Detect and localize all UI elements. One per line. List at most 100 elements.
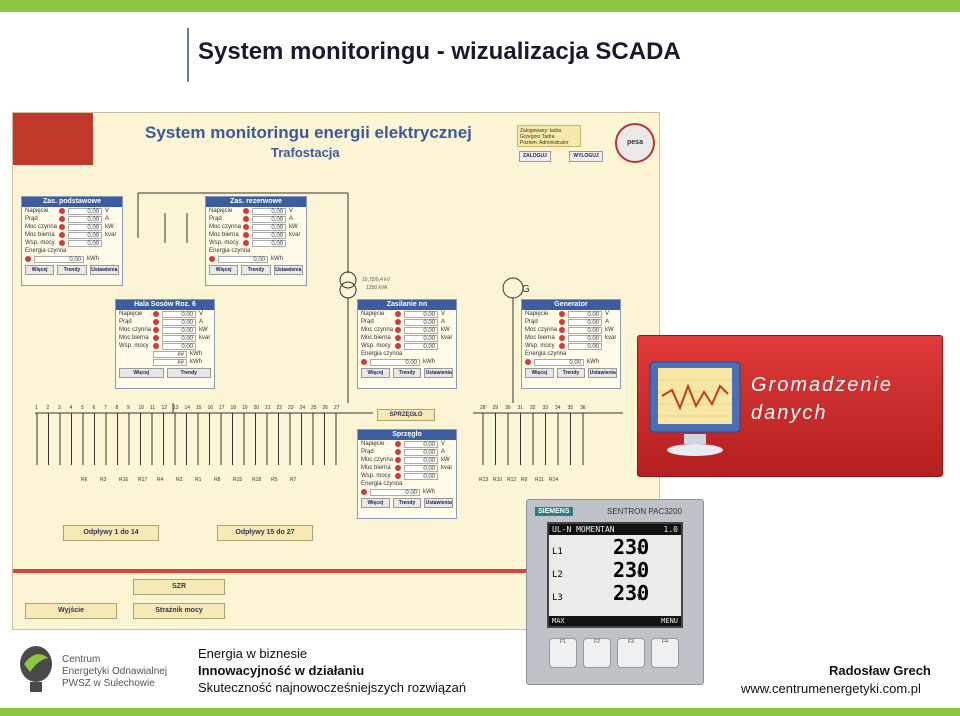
bus-number: 5 [81, 405, 84, 411]
settings-button[interactable]: Ustawienia [89, 265, 119, 275]
scada-screenshot: System monitoringu energii elektrycznej … [12, 112, 660, 630]
trends-button[interactable]: Trendy [392, 498, 422, 508]
feeder-label: R17 [138, 477, 147, 483]
feeder-label: R5 [271, 477, 278, 483]
settings-button[interactable]: Ustawienia [588, 368, 618, 378]
slide-title: System monitoringu - wizualizacja SCADA [198, 38, 681, 65]
feeder-label: R7 [290, 477, 297, 483]
bus-number: 11 [150, 405, 155, 411]
feeder-label: R3 [100, 477, 107, 483]
more-button[interactable]: Więcej [361, 498, 390, 508]
top-accent-bar [0, 0, 960, 12]
bus-number: 7 [104, 405, 107, 411]
bus-number: 34 [555, 405, 561, 411]
scada-title: System monitoringu energii elektrycznej [145, 123, 472, 142]
transformer-rating: 15,75/0,4 kV [362, 277, 391, 283]
title-divider [187, 28, 189, 82]
coupler-label: SPRZĘGŁO [377, 409, 435, 421]
power-guard-button[interactable]: Strażnik mocy [133, 603, 225, 619]
footer-line-1: Energia w biznesie [198, 646, 308, 661]
settings-button[interactable]: Ustawienia [273, 265, 303, 275]
feeder-label: R11 [535, 477, 544, 483]
trends-button[interactable]: Trendy [57, 265, 87, 275]
settings-button[interactable]: Ustawienia [424, 368, 454, 378]
more-button[interactable]: Więcej [361, 368, 390, 378]
bus-number: 35 [568, 405, 574, 411]
feeder-label: R12 [507, 477, 516, 483]
bus-number: 33 [543, 405, 549, 411]
trends-button[interactable]: Trendy [556, 368, 586, 378]
bus-number: 32 [530, 405, 536, 411]
feeder-label: R14 [549, 477, 558, 483]
feeders-1-14-button[interactable]: Odpływy 1 do 14 [63, 525, 159, 541]
meter-key-f4: F4 [651, 638, 679, 668]
bus-number: 36 [580, 405, 586, 411]
exit-button[interactable]: Wyjście [25, 603, 117, 619]
feeder-label: R16 [119, 477, 128, 483]
logout-button[interactable]: WYLOGUJ [569, 151, 603, 162]
login-button[interactable]: ZALOGUJ [519, 151, 551, 162]
more-button[interactable]: Więcej [25, 265, 55, 275]
transformer-power: 1250 kVA [366, 285, 388, 291]
trends-button[interactable]: Trendy [166, 368, 211, 378]
trends-button[interactable]: Trendy [241, 265, 271, 275]
bus-number: 22 [277, 405, 283, 411]
meter-brand: SIEMENS [535, 507, 573, 516]
bus-number: 24 [300, 405, 306, 411]
bus-number: 26 [323, 405, 329, 411]
feeder-label: R2 [176, 477, 183, 483]
more-button[interactable]: Więcej [119, 368, 164, 378]
szr-button[interactable]: SZR [133, 579, 225, 595]
trends-button[interactable]: Trendy [392, 368, 422, 378]
feeder-label: R15 [233, 477, 242, 483]
bus-number: 21 [265, 405, 271, 411]
bus-number: 17 [219, 405, 225, 411]
more-button[interactable]: Więcej [209, 265, 239, 275]
settings-button[interactable]: Ustawienia [424, 498, 454, 508]
bus-number: 31 [518, 405, 524, 411]
bus-number: 13 [173, 405, 179, 411]
bus-number: 14 [185, 405, 191, 411]
footer-line-2: Innowacyjność w działaniu [198, 663, 365, 678]
bus-number: 4 [70, 405, 73, 411]
scada-subtitle: Trafostacja [271, 145, 340, 160]
feeders-15-27-button[interactable]: Odpływy 15 do 27 [217, 525, 313, 541]
feeder-label: R4 [157, 477, 164, 483]
bus-number: 29 [493, 405, 499, 411]
feeder-label: R13 [479, 477, 488, 483]
bus-number: 28 [480, 405, 486, 411]
bottom-accent-bar [0, 708, 960, 716]
website-link[interactable]: www.centrumenergetyki.com.pl [741, 681, 921, 696]
more-button[interactable]: Więcej [525, 368, 554, 378]
bus-number: 25 [311, 405, 317, 411]
feeder-label: R10 [493, 477, 502, 483]
bus-number: 6 [93, 405, 96, 411]
bus-number: 10 [139, 405, 145, 411]
